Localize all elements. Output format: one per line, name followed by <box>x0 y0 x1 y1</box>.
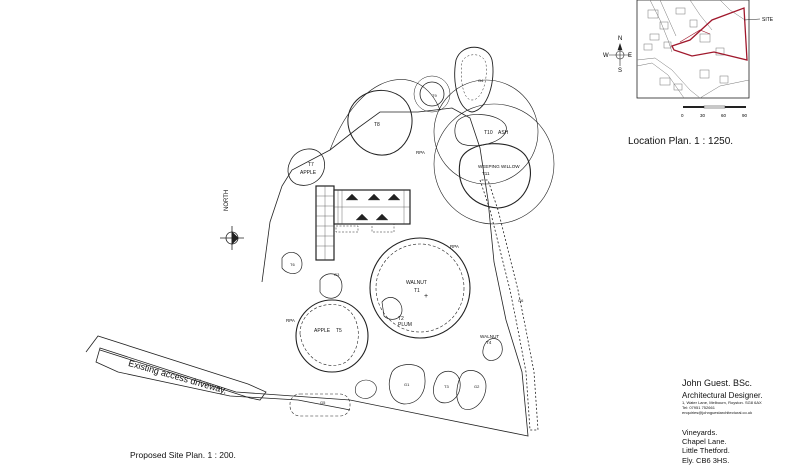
tree-canopy-t3 <box>433 370 461 404</box>
designer-role: Architectural Designer. <box>682 391 763 400</box>
north-label: NORTH <box>224 189 230 211</box>
group-g5-id: G5 <box>320 400 326 405</box>
tree-name-t5: APPLE <box>314 328 331 334</box>
tree-rpa-t9 <box>413 75 451 113</box>
group-g5-outline <box>289 393 351 417</box>
tree-rpa-t5 <box>299 304 359 366</box>
tree-marker-t1: + <box>424 293 428 300</box>
designer-name: John Guest. BSc. <box>682 378 753 388</box>
address-line-1: 1, Water Lane, Melbourn, Royston. SG8 6A… <box>682 400 762 405</box>
rpa-circle-t11 <box>433 103 555 225</box>
group-g1-canopy <box>389 364 426 405</box>
tree-id-t11: T11 <box>482 171 490 176</box>
location-site-label: SITE <box>762 17 774 23</box>
compass-n: N <box>618 36 622 42</box>
tree-name-t7: APPLE <box>300 170 317 176</box>
scale-tick-30: 30 <box>700 113 706 118</box>
site-plan-title: Proposed Site Plan. 1 : 200. <box>130 450 236 460</box>
project-line-4: Ely. CB6 3HS. <box>682 455 730 465</box>
group-g4-canopy <box>454 46 494 113</box>
designer-address: 1, Water Lane, Melbourn, Royston. SG8 6A… <box>682 400 762 415</box>
scale-tick-0: 0 <box>681 113 684 118</box>
rpa-arc-t8 <box>329 79 441 151</box>
location-plan: SITE N W E S 0 30 60 90 <box>603 0 774 118</box>
tree-id-t9: T9 <box>432 93 437 98</box>
group-g3-canopy <box>319 273 343 299</box>
project-address: Vineyards. Chapel Lane. Little Thetford.… <box>682 428 730 465</box>
site-boundary <box>95 107 529 437</box>
group-g2-canopy <box>456 370 487 410</box>
tree-rpa-t1 <box>375 243 465 333</box>
group-g2-id: G2 <box>474 384 480 389</box>
project-line-2: Chapel Lane. <box>682 437 727 447</box>
rpa-circle-t10 <box>433 79 539 185</box>
group-g4-id: G4 <box>478 78 484 83</box>
tree-id-t5: T5 <box>336 328 342 334</box>
tree-canopy-t7 <box>287 148 325 186</box>
location-map-streets <box>636 0 750 99</box>
tree-canopy-t9 <box>419 81 445 107</box>
site-boundary-inner <box>679 29 711 43</box>
tree-canopy-t6 <box>281 251 303 274</box>
tree-name-t11: WEEPING WILLOW <box>478 164 520 169</box>
group-g6-id: G6 <box>518 298 524 303</box>
tree-id-t6: T6 <box>290 262 295 267</box>
address-line-3: enquiries@johnguestarchitectural.co.uk <box>682 410 753 415</box>
tree-canopy-t8 <box>347 90 413 156</box>
tree-canopy-t4 <box>482 338 503 361</box>
address-line-2: Tel: 07951 752661 <box>682 405 715 410</box>
compass-e: E <box>628 53 632 59</box>
group-g3-id: G3 <box>334 272 340 277</box>
tree-id-t2: T2 <box>398 316 404 322</box>
tree-id-t3: T3 <box>444 384 449 389</box>
tree-id-t1: T1 <box>414 288 420 294</box>
site-plan: WALNUT T1 + T2 PLUM APPLE T5 G3 T6 T7 AP… <box>85 46 555 437</box>
compass-w: W <box>603 53 609 59</box>
rpa-label-2: RPA <box>450 244 459 249</box>
compass-s: S <box>618 68 622 74</box>
group-g1-id: G1 <box>404 382 410 387</box>
tree-canopy-t2 <box>381 297 403 320</box>
tree-canopy-t1 <box>369 237 471 339</box>
scale-tick-60: 60 <box>721 113 727 118</box>
driveway-outline <box>85 335 267 401</box>
scale-tick-90: 90 <box>742 113 748 118</box>
east-path <box>479 179 539 431</box>
rpa-label-3: RPA <box>286 318 295 323</box>
tree-id-t7: T7 <box>308 162 314 168</box>
tree-name-t1: WALNUT <box>406 280 427 286</box>
site-boundary-outline <box>671 7 748 61</box>
tree-canopy-t11 <box>458 143 531 209</box>
north-arrow-icon <box>220 226 244 250</box>
tree-id-t4: T4 <box>486 340 492 345</box>
tree-name-t10: ASH <box>498 130 509 136</box>
compass-rose-icon <box>609 43 631 66</box>
shrub-west <box>354 379 377 399</box>
tree-name-t2: PLUM <box>398 322 412 328</box>
site-leader-line <box>743 18 761 21</box>
tree-id-t10: T10 <box>484 130 493 136</box>
building-footprint <box>315 185 411 261</box>
location-plan-title: Location Plan. 1 : 1250. <box>628 136 734 147</box>
scale-bar <box>683 105 746 109</box>
tree-id-t8: T8 <box>374 122 380 128</box>
location-map-frame <box>636 0 750 99</box>
tree-canopy-t5 <box>295 299 369 373</box>
rpa-label-1: RPA <box>416 150 425 155</box>
tree-name-t4: WALNUT <box>480 334 499 339</box>
tree-canopy-t10 <box>454 114 507 147</box>
project-line-1: Vineyards. <box>682 428 718 437</box>
project-line-3: Little Thetford. <box>682 446 730 456</box>
